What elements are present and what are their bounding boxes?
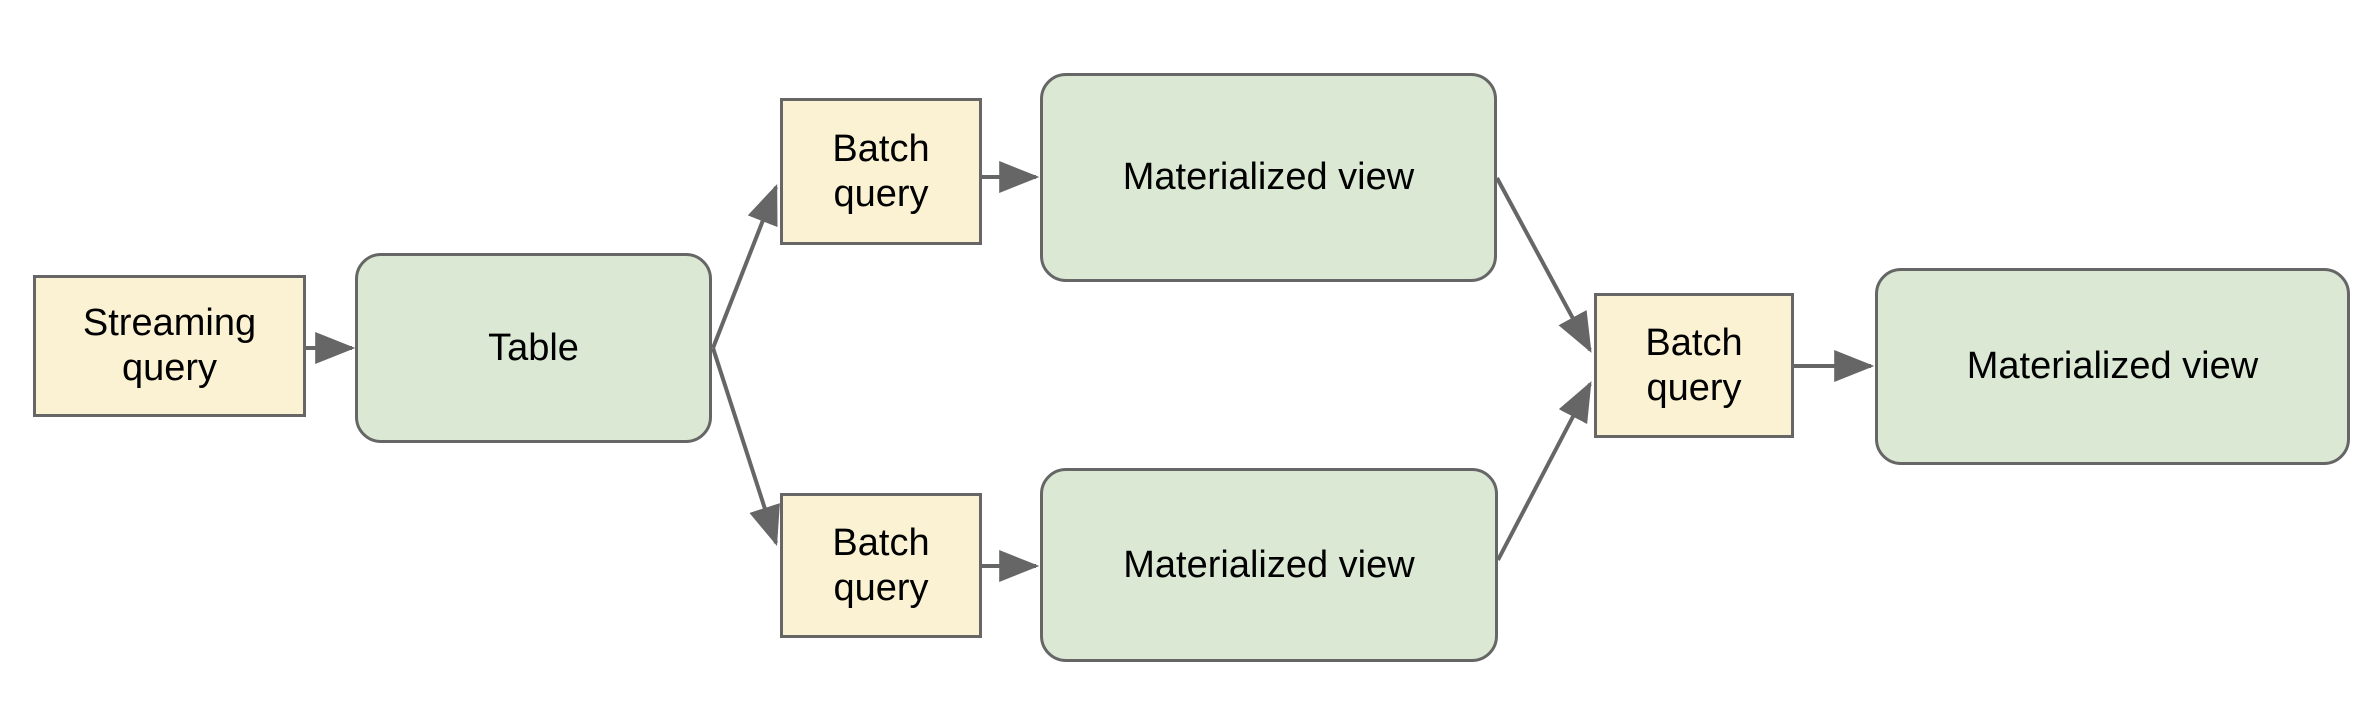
node-streaming-query[interactable]: Streaming query: [33, 275, 306, 417]
node-batch-query-bottom[interactable]: Batch query: [780, 493, 982, 638]
edge-table-to-batch-bottom: [711, 347, 780, 547]
node-batch-query-top[interactable]: Batch query: [780, 98, 982, 245]
node-batch-query-merge[interactable]: Batch query: [1594, 293, 1794, 438]
node-table[interactable]: Table: [355, 253, 712, 443]
edge-table-to-batch-top: [711, 184, 778, 349]
node-materialized-view-bottom[interactable]: Materialized view: [1040, 468, 1498, 662]
node-materialized-view-final[interactable]: Materialized view: [1875, 268, 2350, 465]
edge-mv-bottom-to-batch-merge: [1496, 381, 1592, 561]
node-materialized-view-top[interactable]: Materialized view: [1040, 73, 1497, 282]
edge-mv-top-to-batch-merge: [1495, 177, 1592, 353]
